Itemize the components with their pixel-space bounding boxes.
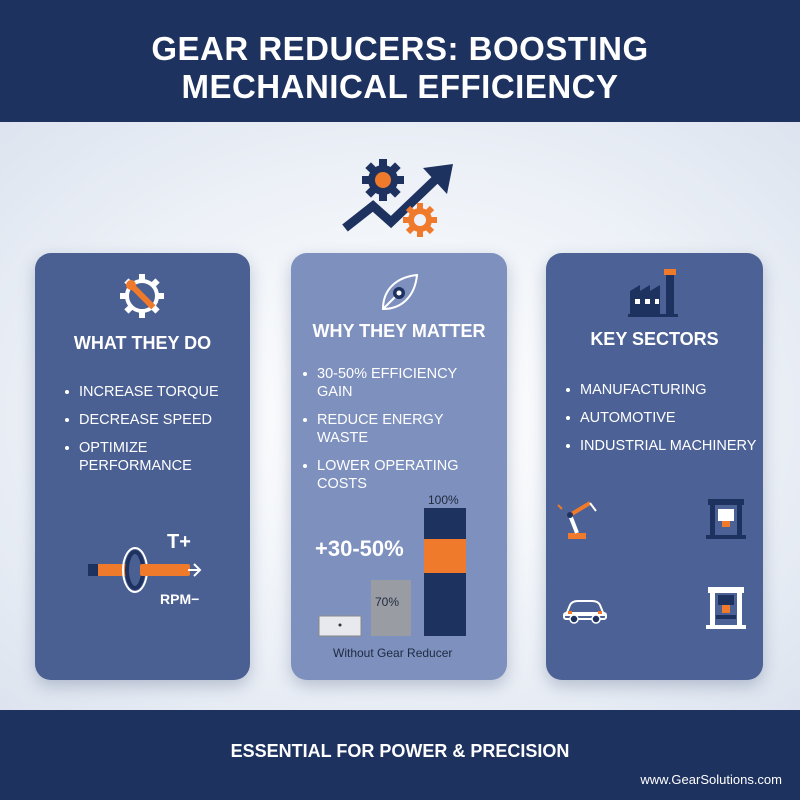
footer-website-link[interactable]: www.GearSolutions.com (640, 772, 782, 787)
bar-full-label: 100% (428, 493, 459, 507)
card-what-they-do: WHAT THEY DO INCREASE TORQUE DECREASE SP… (35, 253, 250, 680)
press-machine-icon (706, 499, 746, 539)
efficiency-bar-chart (318, 508, 466, 637)
list-item: AUTOMOTIVE (566, 409, 756, 427)
card-title-why-they-matter: WHY THEY MATTER (312, 321, 486, 341)
list-item: LOWER OPERATING COSTS (303, 457, 488, 493)
footer-tagline: ESSENTIAL FOR POWER & PRECISION (230, 741, 570, 761)
bar-partial (371, 580, 411, 636)
header-banner: GEAR REDUCERS: BOOSTING MECHANICAL EFFIC… (0, 0, 800, 122)
bar-mid-label: 70% (375, 595, 400, 609)
page-title-line-1: GEAR REDUCERS: BOOSTING (151, 30, 649, 67)
what-they-do-list: INCREASE TORQUE DECREASE SPEED OPTIMIZE … (65, 383, 250, 485)
efficiency-gain-label: +30-50% (315, 536, 404, 561)
list-item: OPTIMIZE PERFORMANCE (65, 439, 250, 475)
factory-icon (628, 269, 678, 317)
car-icon (563, 600, 607, 624)
list-item: INDUSTRIAL MACHINERY (566, 437, 756, 455)
why-they-matter-list: 30-50% EFFICIENCY GAIN REDUCE ENERGY WAS… (303, 365, 488, 503)
list-item: REDUCE ENERGY WASTE (303, 411, 488, 447)
card-why-they-matter: WHY THEY MATTER 30-50% EFFICIENCY GAIN R… (291, 253, 507, 680)
bar-gain-segment (424, 539, 466, 573)
list-item: MANUFACTURING (566, 381, 756, 399)
card-key-sectors: KEY SECTORS MANUFACTURING AUTOMOTIVE IND… (546, 253, 763, 680)
leaf-gear-icon (381, 273, 419, 311)
gear-growth-arrow-icon (342, 159, 453, 237)
footer-banner: ESSENTIAL FOR POWER & PRECISION www.Gear… (0, 710, 800, 800)
chart-caption: Without Gear Reducer (333, 646, 453, 660)
list-item: INCREASE TORQUE (65, 383, 250, 401)
gear-shaft-diagram (88, 547, 202, 593)
card-title-key-sectors: KEY SECTORS (590, 329, 719, 349)
hydraulic-press-icon (706, 587, 746, 629)
key-sectors-list: MANUFACTURING AUTOMOTIVE INDUSTRIAL MACH… (566, 381, 756, 465)
page-title-line-2: MECHANICAL EFFICIENCY (181, 68, 619, 105)
rpm-decrease-label: RPM− (160, 591, 200, 607)
gear-wrench-icon (120, 274, 164, 318)
list-item: DECREASE SPEED (65, 411, 250, 429)
card-title-what-they-do: WHAT THEY DO (73, 333, 212, 353)
robot-arm-icon (557, 501, 597, 539)
torque-increase-label: T+ (167, 531, 191, 553)
list-item: 30-50% EFFICIENCY GAIN (303, 365, 488, 401)
